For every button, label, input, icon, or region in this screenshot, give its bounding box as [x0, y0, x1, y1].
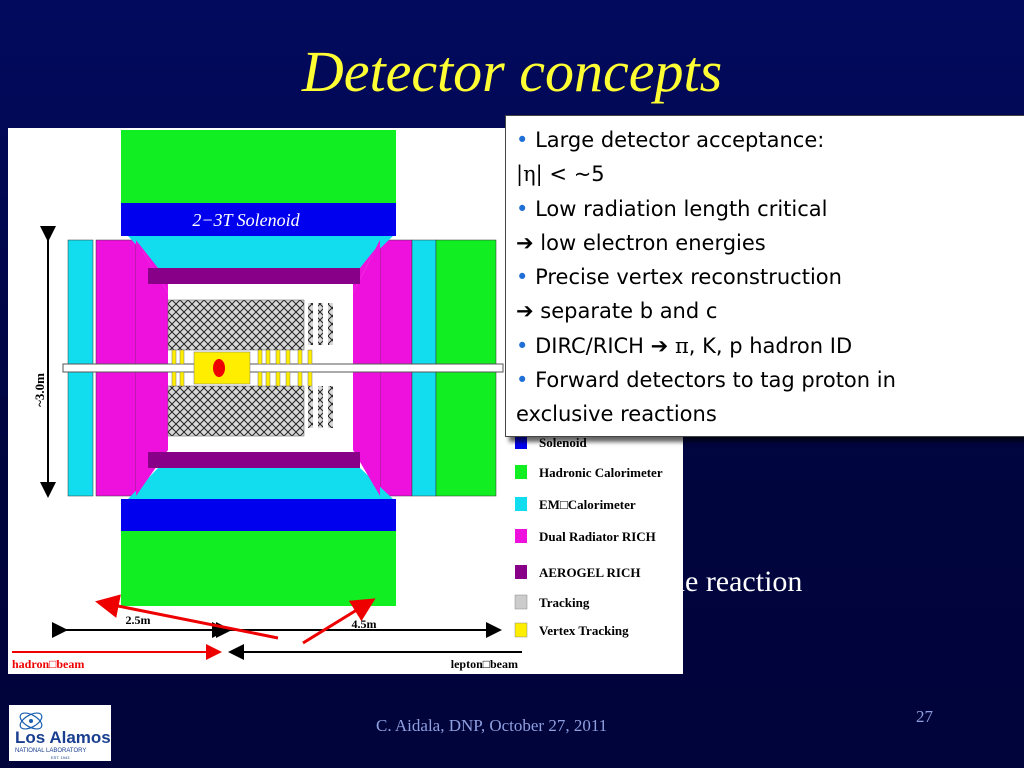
bullet-4: • DIRC/RICH ➔ π, K, p hadron ID: [516, 333, 853, 358]
logo-sub: NATIONAL LABORATORY: [15, 748, 86, 754]
bullet-3: • Precise vertex reconstruction: [516, 265, 842, 290]
interaction-point: [213, 359, 225, 377]
tracker-bottom: [167, 385, 305, 437]
legend-label-aerogel: AEROGEL RICH: [539, 565, 641, 580]
dim-left-label: 2.5m: [126, 613, 151, 627]
vertex-discs: [171, 349, 313, 387]
footer-text: C. Aidala, DNP, October 27, 2011: [376, 716, 608, 735]
height-label: ~3.0m: [32, 373, 47, 407]
legend-label-em: EM□Calorimeter: [539, 497, 636, 512]
lepton-beam-label: lepton□beam: [451, 657, 518, 671]
tracker-top: [167, 299, 305, 351]
aerogel-bottom: [148, 452, 360, 468]
page-number: 27: [916, 707, 933, 726]
legend-swatch-solenoid: [515, 435, 527, 449]
hadronic-calorimeter-bottom: [121, 531, 396, 606]
aerogel-top: [148, 268, 360, 284]
legend-swatch-aerogel: [515, 565, 527, 579]
legend-label-rich: Dual Radiator RICH: [539, 529, 656, 544]
em-barrel-bottom: [128, 468, 393, 499]
bullet-5: • Forward detectors to tag proton in: [516, 368, 896, 393]
logo-est: EST. 1943: [51, 755, 70, 760]
logo-name: Los Alamos: [15, 728, 111, 747]
hadron-beam-label: hadron□beam: [12, 657, 84, 671]
legend-swatch-hadronic: [515, 465, 527, 479]
legend-label-vertex: Vertex Tracking: [539, 623, 629, 638]
logo-mark: Los Alamos NATIONAL LABORATORY EST. 1943: [15, 712, 111, 760]
solenoid-label: 2−3T Solenoid: [192, 210, 300, 230]
solenoid-bottom: [121, 499, 396, 531]
legend-swatch-em: [515, 497, 527, 511]
bullet-1: • Large detector acceptance:: [516, 128, 825, 152]
slide-title: Detector concepts: [301, 39, 723, 104]
em-barrel-top: [128, 236, 393, 268]
arrow-icon: ➔: [516, 299, 534, 324]
legend-label-tracking: Tracking: [539, 595, 590, 610]
bullet-callout: • Large detector acceptance: |η| < ~5 • …: [505, 115, 1024, 437]
legend-swatch-vertex: [514, 622, 528, 638]
bullet-1-cont: |η| < ~5: [516, 162, 605, 187]
legend-swatch-rich: [515, 529, 527, 543]
dim-right-label: 4.5m: [352, 617, 377, 631]
hadronic-calorimeter-top: [121, 130, 396, 203]
bullet-3-cont: ➔ separate b and c: [516, 299, 718, 324]
bullet-2: • Low radiation length critical: [516, 196, 828, 221]
bullet-5-cont: exclusive reactions: [516, 402, 717, 427]
scatter-arrow-left: [95, 594, 279, 640]
bullet-2-cont: ➔ low electron energies: [516, 230, 766, 255]
legend-label-hadronic: Hadronic Calorimeter: [539, 465, 663, 480]
los-alamos-logo: Los Alamos NATIONAL LABORATORY EST. 1943: [9, 705, 111, 761]
detector-svg: 2−3T Solenoid: [12, 130, 663, 671]
partial-slide-text: ne reaction: [670, 565, 803, 598]
arrow-icon: ➔: [516, 230, 534, 255]
solenoid-top: [121, 203, 396, 236]
beam-pipe: [62, 363, 504, 373]
legend-label-solenoid: Solenoid: [539, 435, 587, 450]
legend-swatch-tracking: [514, 594, 528, 610]
vertex-tracker: [193, 351, 251, 385]
scatter-arrow-right: [302, 598, 376, 645]
arrow-icon: ➔: [650, 333, 669, 358]
forward-tracking-discs: [308, 303, 333, 428]
legend: Solenoid Hadronic Calorimeter EM□Calorim…: [514, 435, 663, 638]
